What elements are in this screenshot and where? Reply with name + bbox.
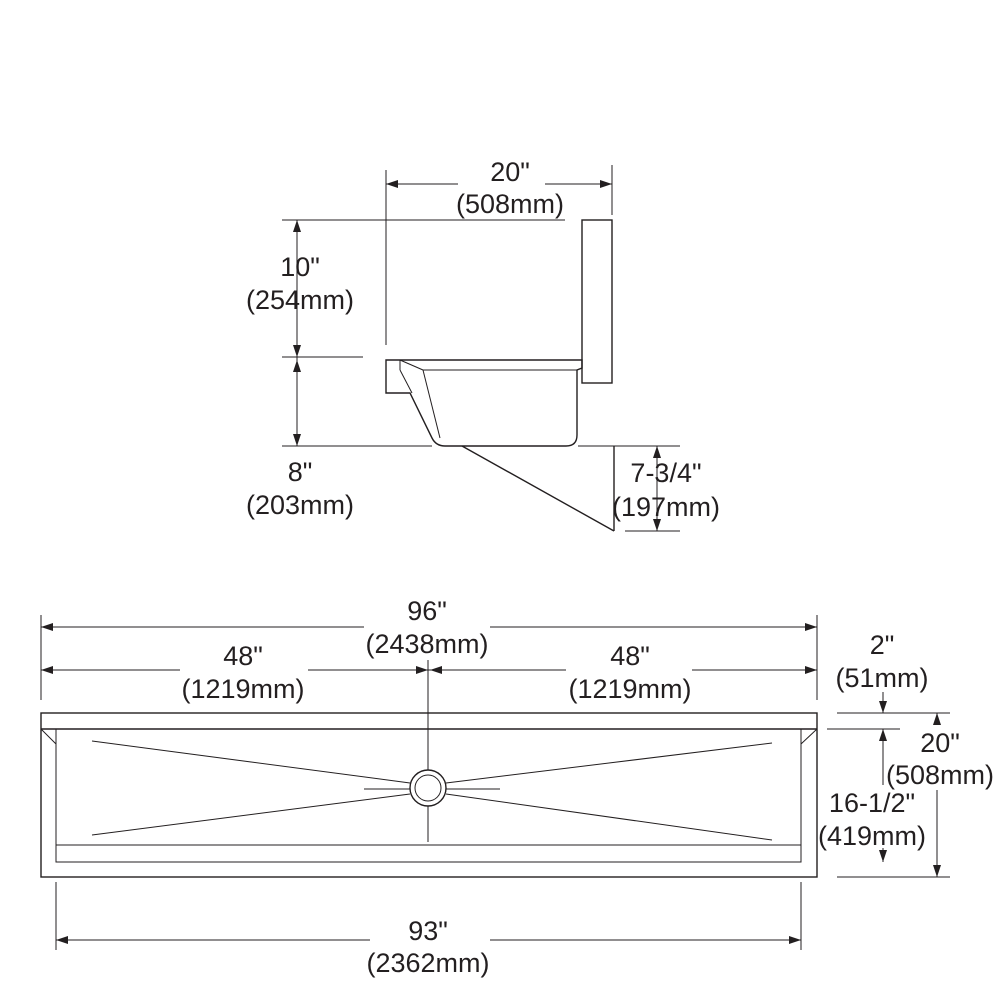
slope-line xyxy=(91,793,411,836)
bowl-inner-side xyxy=(800,728,818,745)
side-width-imperial: 20" xyxy=(490,157,530,187)
drain-inner xyxy=(414,774,442,802)
backsplash-imperial: 2" xyxy=(870,630,895,660)
slope-line xyxy=(445,742,773,784)
arrowhead xyxy=(805,666,817,674)
bracket-depth-imperial: 7-3/4" xyxy=(630,458,701,488)
rim-front-lower xyxy=(399,369,413,394)
arrowhead xyxy=(293,360,301,372)
arrowhead xyxy=(933,713,941,725)
trough-outer xyxy=(40,712,818,878)
rim-line xyxy=(399,359,424,371)
slope-line xyxy=(91,740,411,784)
arrowhead xyxy=(293,345,301,357)
sink-profile xyxy=(385,359,583,447)
overall-height-metric: (508mm) xyxy=(886,760,994,790)
arrowhead xyxy=(293,220,301,232)
right-half-imperial: 48" xyxy=(610,641,650,671)
front-view: 96" (2438mm) 48" (1219mm) 48" (1219mm) 2… xyxy=(40,596,994,978)
backsplash-metric: (51mm) xyxy=(836,663,929,693)
overall-length-imperial: 96" xyxy=(407,596,447,626)
arrowhead xyxy=(653,446,661,458)
right-half-metric: (1219mm) xyxy=(568,674,691,704)
arrowhead xyxy=(600,180,612,188)
overall-height-imperial: 20" xyxy=(920,728,960,758)
left-half-metric: (1219mm) xyxy=(181,674,304,704)
arrowhead xyxy=(416,666,428,674)
arrowhead xyxy=(805,623,817,631)
side-height-imperial: 10" xyxy=(280,252,320,282)
arrowhead xyxy=(653,519,661,531)
bracket-depth-metric: (197mm) xyxy=(612,492,720,522)
arrowhead xyxy=(293,434,301,446)
inner-length-imperial: 93" xyxy=(408,916,448,946)
arrowhead xyxy=(933,865,941,877)
bracket-diagonal xyxy=(461,445,615,532)
bowl-height-metric: (419mm) xyxy=(818,821,926,851)
side-width-metric: (508mm) xyxy=(456,189,564,219)
back-panel xyxy=(581,219,613,384)
left-half-imperial: 48" xyxy=(223,641,263,671)
arrowhead xyxy=(879,701,887,713)
bowl-height-imperial: 16-1/2" xyxy=(829,788,915,818)
arrowhead xyxy=(789,936,801,944)
overall-length-metric: (2438mm) xyxy=(365,629,488,659)
side-view: 20" (508mm) 10" (254mm) 8" (203mm) 7-3/4… xyxy=(246,157,720,532)
arrowhead xyxy=(386,180,398,188)
arrowhead xyxy=(879,850,887,862)
arrowhead xyxy=(430,666,442,674)
side-depth-metric: (203mm) xyxy=(246,490,354,520)
side-height-metric: (254mm) xyxy=(246,285,354,315)
arrowhead xyxy=(41,623,53,631)
bowl-inner-side xyxy=(40,728,57,745)
inner-length-metric: (2362mm) xyxy=(366,948,489,978)
arrowhead xyxy=(41,666,53,674)
arrowhead xyxy=(879,729,887,741)
slope-line xyxy=(445,793,773,841)
side-depth-imperial: 8" xyxy=(288,457,313,487)
arrowhead xyxy=(56,936,68,944)
bowl-front-inner xyxy=(422,369,441,439)
